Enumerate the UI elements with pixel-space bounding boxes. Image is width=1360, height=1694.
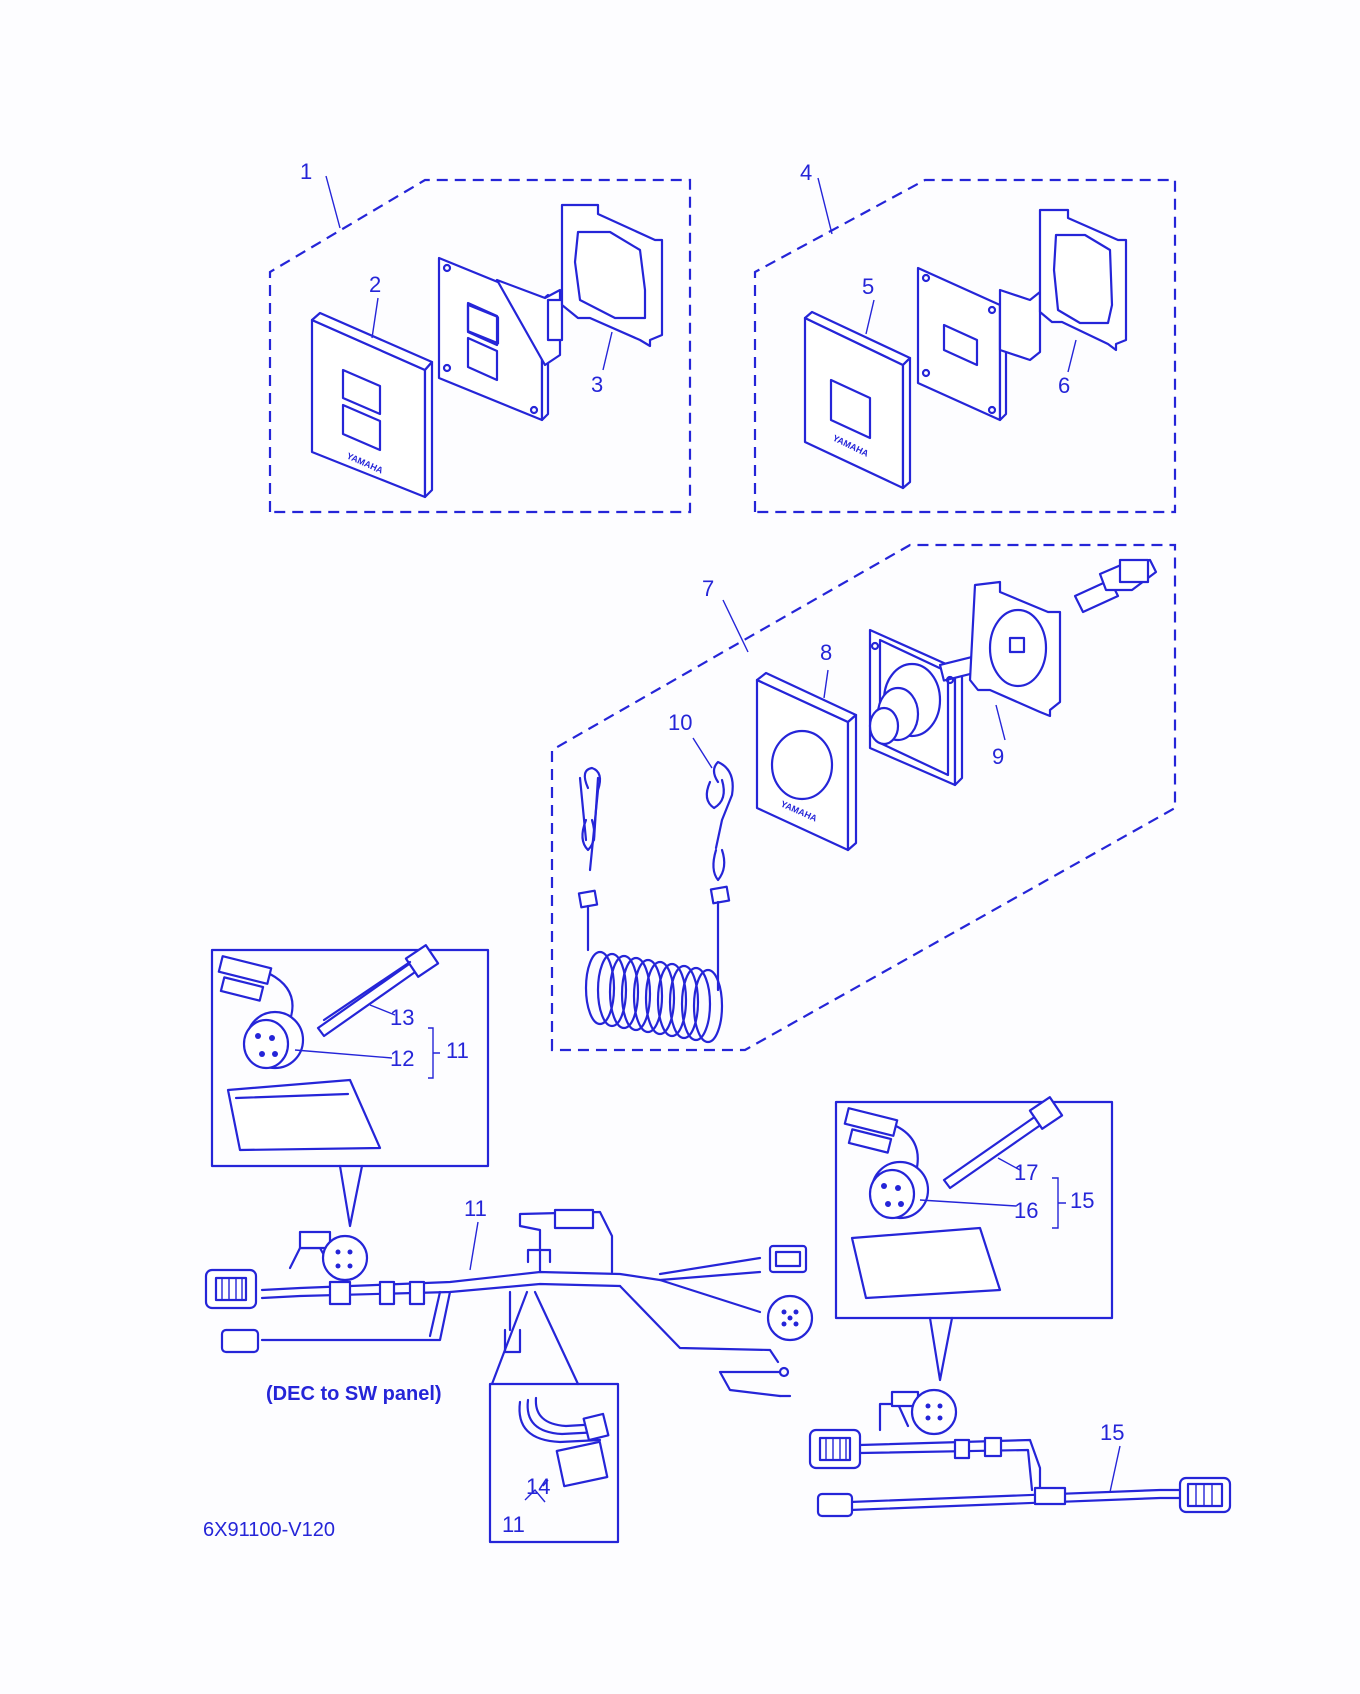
callout-5: 5 — [862, 274, 874, 299]
callout-4: 4 — [800, 160, 812, 185]
harness-caption: (DEC to SW panel) — [266, 1383, 442, 1405]
callout-3: 3 — [591, 372, 603, 397]
callout-17: 17 — [1014, 1160, 1038, 1185]
callout-12: 12 — [390, 1046, 414, 1071]
inset-sensor-15: 17 16 15 — [834, 1096, 1114, 1382]
main-harness-11: 11 (DEC to SW panel) — [204, 1196, 814, 1405]
switch-mount-plate — [437, 256, 564, 422]
callout-11-harness: 11 — [464, 1196, 487, 1221]
part-code: 6X91100-V120 — [203, 1519, 335, 1541]
gasket-6 — [1038, 208, 1128, 352]
switch-cover-2: YAMAHA — [310, 311, 434, 499]
callout-15-inset: 15 — [1070, 1188, 1094, 1213]
callout-1: 1 — [300, 159, 312, 184]
stop-switch-body — [868, 628, 1013, 787]
callout-11-inset: 11 — [446, 1038, 469, 1063]
callout-14: 14 — [526, 1474, 550, 1499]
callout-7: 7 — [702, 576, 714, 601]
callout-11-small: 11 — [502, 1512, 525, 1537]
group-4-single-switch: YAMAHA 4 5 6 — [753, 160, 1177, 514]
callout-6: 6 — [1058, 373, 1070, 398]
switch-cover-5: YAMAHA — [803, 310, 912, 490]
gasket-3 — [560, 203, 664, 348]
stop-switch-plate-9 — [968, 558, 1158, 718]
callout-16: 16 — [1014, 1198, 1038, 1223]
inset-sensor-11: 13 12 11 — [210, 944, 490, 1228]
callout-15-harness: 15 — [1100, 1420, 1124, 1445]
group-7-stop-switch: YAMAHA — [550, 543, 1177, 1052]
lanyard-10 — [577, 760, 734, 1044]
callout-2: 2 — [369, 272, 381, 297]
harness-15: 15 — [808, 1388, 1232, 1518]
inset-part-14: 14 11 — [488, 1290, 620, 1544]
group-1-double-switch: YAMAHA 1 2 3 — [268, 159, 692, 514]
callout-9: 9 — [992, 744, 1004, 769]
stop-switch-cover-8: YAMAHA — [755, 671, 858, 852]
callout-13: 13 — [390, 1005, 414, 1030]
callout-8: 8 — [820, 640, 832, 665]
callout-10: 10 — [668, 710, 692, 735]
switch-mount-plate-single — [916, 266, 1042, 422]
